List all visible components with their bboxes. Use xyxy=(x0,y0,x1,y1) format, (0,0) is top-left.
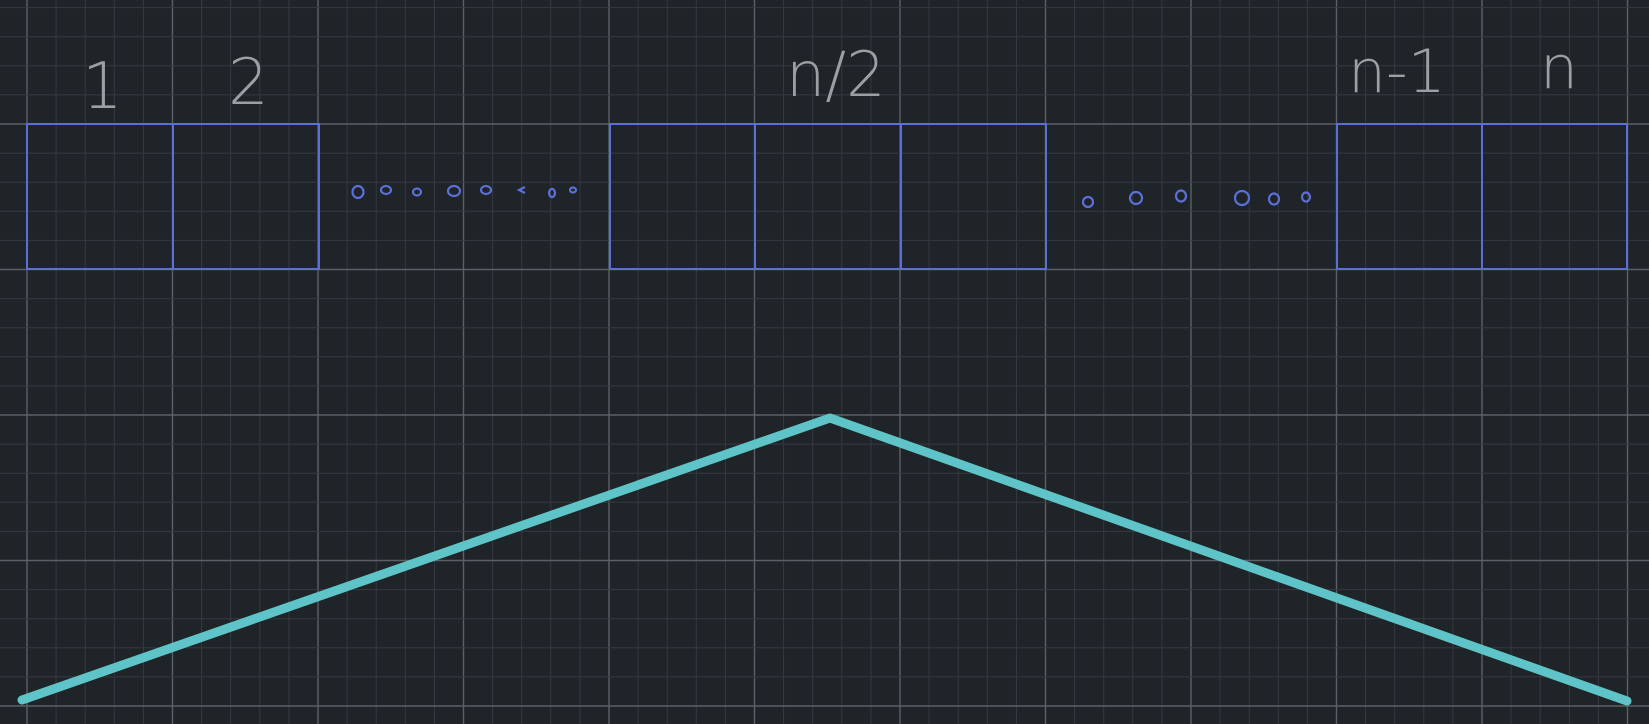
array-boxes-middle xyxy=(609,123,1047,270)
array-cell-n-minus-1 xyxy=(1336,123,1483,270)
label-index-n-minus-1: n-1 xyxy=(1348,37,1446,107)
ellipsis-dots-right xyxy=(1081,189,1312,209)
array-cell-n-half xyxy=(754,123,902,270)
label-index-n: n xyxy=(1540,33,1578,103)
array-boxes-left xyxy=(26,123,320,270)
label-index-n-half: n/2 xyxy=(786,38,886,111)
array-cell-2 xyxy=(172,123,320,270)
array-cell-middle-left xyxy=(609,123,756,270)
label-index-2: 2 xyxy=(228,46,269,120)
index-labels: 1 2 n/2 n-1 n xyxy=(82,33,1578,124)
peak-line xyxy=(17,413,1632,706)
array-cell-middle-right xyxy=(900,123,1047,270)
label-index-1: 1 xyxy=(82,50,123,124)
array-boxes-right xyxy=(1336,123,1628,270)
array-cell-1 xyxy=(26,123,174,270)
array-cell-n xyxy=(1481,123,1628,270)
ellipsis-dots-left xyxy=(351,184,578,200)
